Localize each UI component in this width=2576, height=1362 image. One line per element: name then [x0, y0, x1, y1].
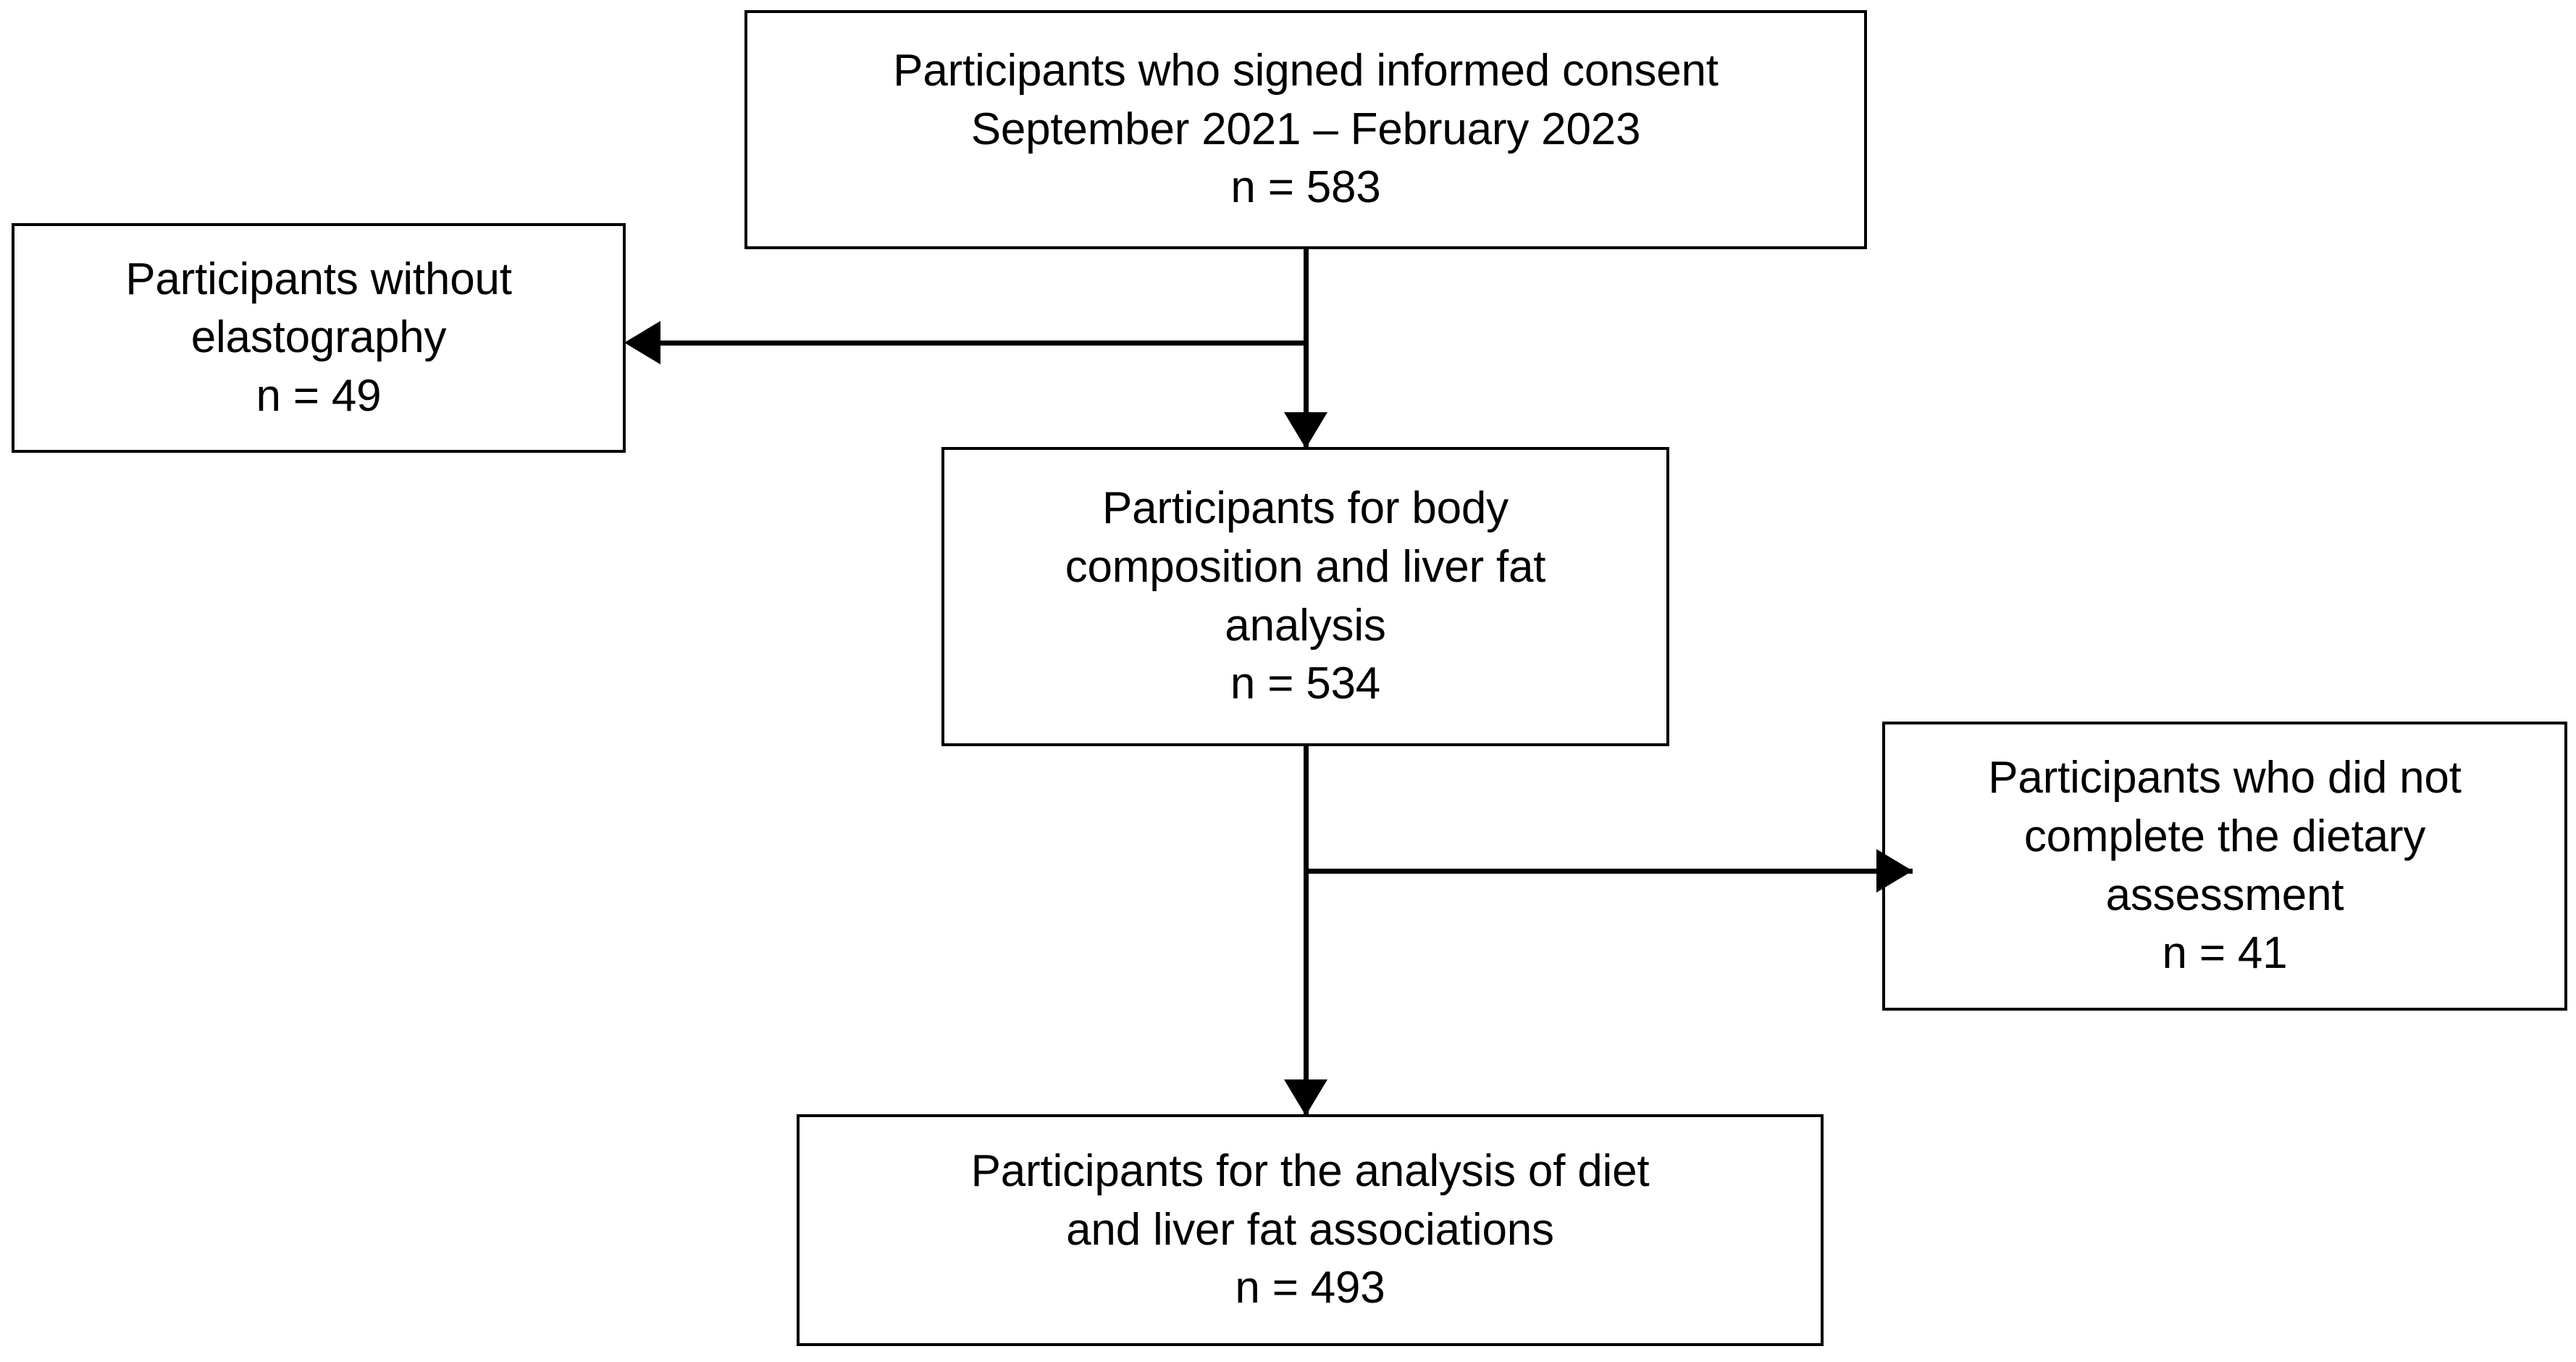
- box-body-composition-line-1: Participants for body: [1102, 483, 1509, 534]
- connector-consent-to-no-elastography: [653, 340, 1309, 346]
- box-no-dietary-line-2: complete the dietary: [2023, 811, 2426, 861]
- box-consent-line-1: Participants who signed informed consent: [893, 46, 1719, 96]
- box-consent-count: n = 583: [1230, 162, 1381, 213]
- connector-body-composition-to-final: [1304, 746, 1309, 1114]
- box-body-composition-line-2: composition and liver fat: [1065, 541, 1546, 592]
- arrow-right-icon: [1876, 849, 1913, 893]
- box-consent-line-2: September 2021 – February 2023: [970, 104, 1641, 154]
- box-body-composition-count: n = 534: [1230, 659, 1381, 709]
- box-no-elastography-line-2: elastography: [190, 312, 447, 363]
- box-participants-without-elastography: Participants without elastography n = 49: [12, 223, 626, 453]
- arrow-down-icon: [1284, 1079, 1327, 1116]
- box-final-count: n = 493: [1235, 1263, 1385, 1313]
- box-final-line-1: Participants for the analysis of diet: [970, 1146, 1650, 1197]
- box-no-dietary-line-1: Participants who did not: [1988, 753, 2462, 803]
- box-no-elastography-count: n = 49: [256, 370, 382, 421]
- box-no-dietary-count: n = 41: [2162, 928, 2288, 979]
- box-incomplete-dietary-assessment: Participants who did not complete the di…: [1882, 722, 2567, 1011]
- connector-consent-to-body-composition: [1304, 249, 1309, 447]
- connector-body-composition-to-no-dietary: [1306, 869, 1913, 874]
- box-body-composition-line-3: analysis: [1225, 600, 1386, 651]
- box-no-dietary-line-3: assessment: [2105, 869, 2344, 920]
- box-final-analysis-population: Participants for the analysis of diet an…: [797, 1114, 1824, 1346]
- arrow-down-icon: [1284, 412, 1327, 448]
- box-final-line-2: and liver fat associations: [1066, 1204, 1554, 1255]
- box-body-composition-analysis: Participants for body composition and li…: [941, 447, 1669, 746]
- box-no-elastography-line-1: Participants without: [125, 254, 512, 304]
- arrow-left-icon: [624, 321, 660, 364]
- box-signed-informed-consent: Participants who signed informed consent…: [744, 10, 1867, 249]
